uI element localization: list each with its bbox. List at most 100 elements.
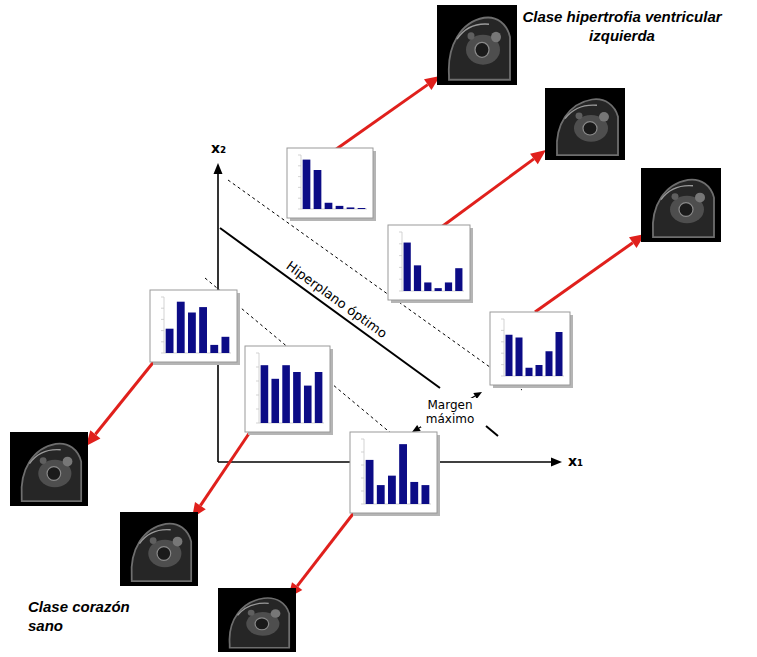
histogram-bar (199, 307, 207, 353)
histogram-bar (166, 329, 174, 353)
histogram-tick (399, 279, 402, 280)
histogram-bar (336, 206, 344, 209)
histogram-tick (161, 308, 164, 309)
histograms (150, 148, 573, 516)
mri-vessel (271, 609, 281, 618)
mri-image (545, 88, 625, 160)
histogram (287, 148, 376, 221)
histogram-axis (301, 155, 367, 209)
histogram-bar (516, 338, 523, 377)
mri-ventricle (47, 467, 61, 481)
histogram-bar (546, 351, 553, 376)
mri-vessel (248, 610, 255, 616)
histogram-tick (399, 291, 402, 292)
histogram (350, 432, 440, 516)
histogram-bar (455, 268, 462, 291)
histogram-bar (404, 243, 411, 291)
histogram (490, 312, 573, 388)
class-arrow (335, 76, 440, 150)
mri-images (10, 5, 721, 652)
mri-ventricle (157, 547, 171, 561)
mri-image (120, 512, 198, 586)
histogram (150, 290, 240, 365)
mri-vessel (468, 32, 475, 39)
histogram-bar (325, 203, 333, 209)
histogram-bar (347, 207, 355, 209)
mri-image (218, 588, 296, 652)
histogram-bar (536, 365, 543, 376)
histogram-frame (245, 346, 330, 432)
arrow-shaft (200, 432, 250, 506)
histogram-frame (350, 432, 437, 513)
histogram-tick (256, 381, 259, 382)
class-arrows (86, 76, 645, 598)
histogram-bar (261, 365, 269, 423)
histogram-bar (358, 208, 366, 209)
histogram-bar (271, 379, 279, 423)
mri-ground (641, 168, 721, 242)
histogram-tick (399, 267, 402, 268)
histogram-bar (424, 282, 431, 291)
histogram-tick (256, 353, 259, 354)
histogram-bar (506, 335, 513, 376)
mri-vessel (150, 537, 157, 544)
histogram-bar (210, 345, 218, 353)
mri-chest (449, 17, 510, 79)
mri-edge (30, 450, 61, 464)
arrow-head (551, 458, 562, 467)
histogram-frame (287, 148, 373, 218)
histogram-bar (435, 288, 442, 291)
histogram-tick (161, 330, 164, 331)
mri-ventricle (583, 122, 597, 135)
mri-edge (661, 186, 693, 200)
mri-vessel (576, 112, 583, 119)
class-arrow (440, 150, 546, 228)
mri-ground (437, 5, 517, 85)
histogram-bar (303, 160, 311, 209)
histogram-tick (399, 243, 402, 244)
histogram-tick (298, 187, 301, 188)
mri-ground (545, 88, 625, 160)
mri-ground (120, 512, 198, 586)
class-arrow (192, 432, 250, 518)
mri-chest (132, 524, 192, 582)
mri-anatomy (449, 17, 510, 79)
arrow-shaft (440, 159, 534, 228)
arrow-shaft (95, 354, 160, 434)
histogram-axis (364, 439, 431, 504)
arrow-shaft (535, 243, 633, 312)
histogram-bar (445, 282, 452, 291)
mri-anatomy (653, 180, 714, 238)
mri-anatomy (22, 444, 82, 502)
class-arrow (535, 234, 645, 312)
histogram-bar (315, 372, 323, 423)
mri-vessel (491, 32, 501, 43)
histogram-frame (150, 290, 237, 362)
histogram-tick (298, 176, 301, 177)
histogram-tick (256, 423, 259, 424)
histogram-bar (399, 444, 407, 504)
histogram-tick (501, 376, 504, 377)
histogram-bar (366, 460, 374, 504)
histogram-tick (361, 452, 364, 453)
hyperplane-label: Hiperplano óptimo (282, 258, 389, 342)
histogram-tick (161, 319, 164, 320)
mri-image (437, 5, 517, 85)
arrow-head (214, 163, 223, 174)
histogram-tick (399, 255, 402, 256)
arrow-head (530, 150, 546, 164)
histogram-axis (164, 297, 231, 353)
mri-ground (218, 588, 296, 652)
mri-vessel (173, 537, 183, 547)
hyperplane-group (205, 180, 522, 470)
mri-chest (653, 180, 714, 238)
histogram-axis (259, 353, 324, 423)
arrow-shaft (297, 510, 356, 586)
histogram-tick (161, 353, 164, 354)
mri-edge (565, 105, 597, 119)
mri-vessel (40, 457, 47, 464)
histogram-bar (177, 302, 185, 353)
mri-anatomy (132, 524, 192, 582)
mri-chest (557, 99, 618, 155)
